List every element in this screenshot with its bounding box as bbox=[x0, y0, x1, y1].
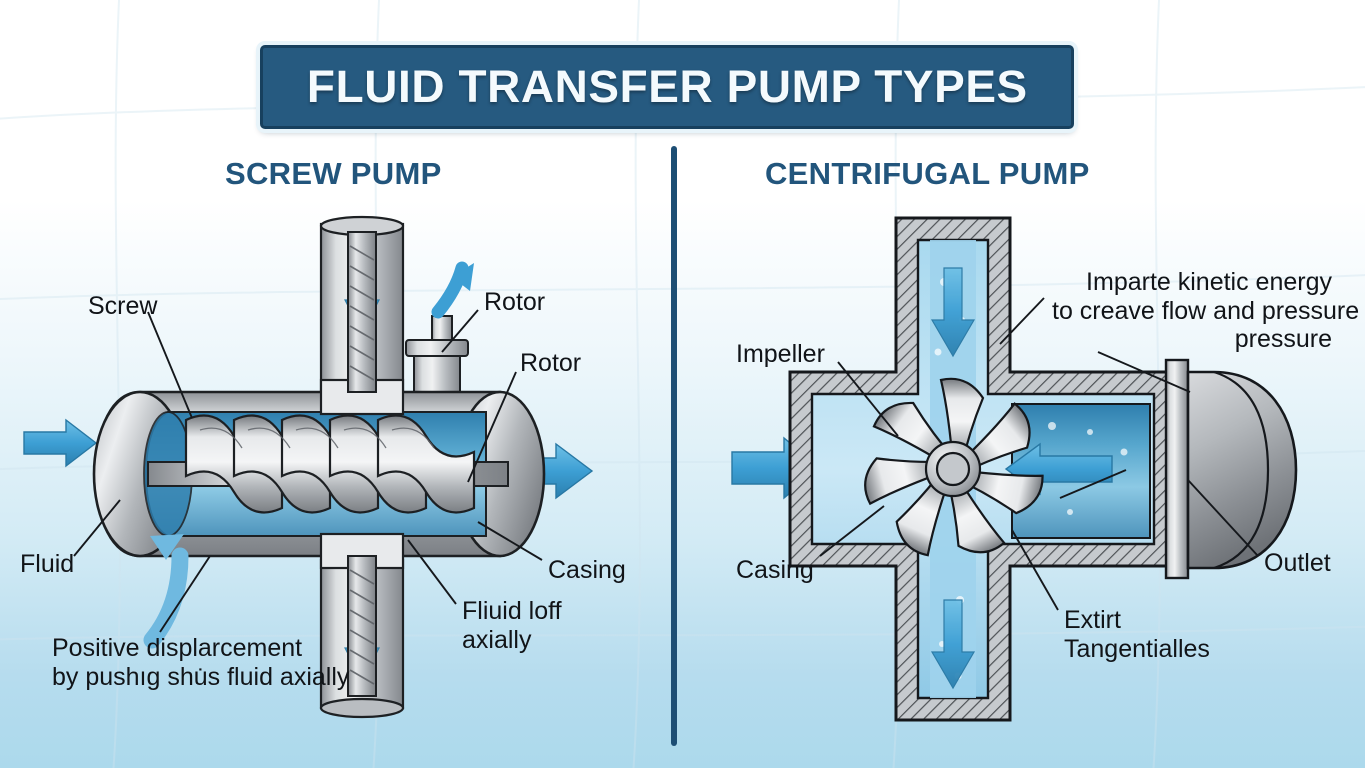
label-imparts-kinetic-energy: Imparte kinetic energy to creave flow an… bbox=[1052, 268, 1360, 353]
label-positive-displacement: Positive displarcement by pushıg shu̇s f… bbox=[52, 634, 350, 691]
label-rotor-upper: Rotor bbox=[484, 288, 546, 316]
page-title: FLUID TRANSFER PUMP TYPES bbox=[306, 61, 1028, 112]
label-casing-screw: Casing bbox=[548, 556, 626, 584]
section-heading-centrifugal-pump: CENTRIFUGAL PUMP bbox=[765, 156, 1090, 191]
label-fluid-off-axially: Fliuid loff axially bbox=[462, 597, 562, 654]
label-rotor-lower: Rotor bbox=[520, 349, 582, 377]
label-fluid: Fluid bbox=[20, 550, 75, 578]
title-banner: FLUID TRANSFER PUMP TYPES bbox=[260, 45, 1074, 129]
section-heading-screw-pump: SCREW PUMP bbox=[225, 156, 442, 191]
section-divider bbox=[671, 146, 677, 746]
label-outlet: Outlet bbox=[1264, 549, 1331, 577]
label-casing-centrifugal: Casing bbox=[736, 556, 814, 584]
label-screw: Screw bbox=[88, 292, 158, 320]
label-impeller: Impeller bbox=[736, 340, 825, 368]
label-exits-tangentially: Extirt Tangentialles bbox=[1064, 606, 1210, 663]
